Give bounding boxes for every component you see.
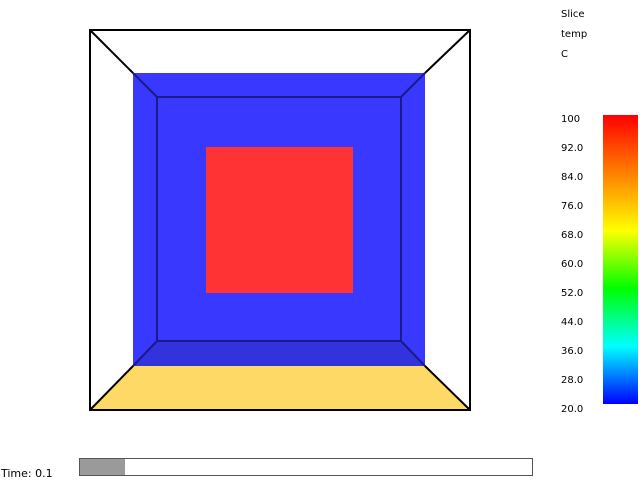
outer-frame: [89, 29, 471, 411]
colorbar-tick-label: 52.0: [561, 288, 584, 299]
outer-edge-bl: [89, 365, 134, 411]
legend-title-line-1: Slice: [561, 9, 585, 20]
colorbar-tick-label: 20.0: [561, 404, 584, 415]
colorbar-tick-label: 76.0: [561, 201, 584, 212]
slice-bottom-shade: [133, 341, 425, 366]
inner-edge-br: [400, 340, 426, 367]
time-slider-handle[interactable]: [80, 459, 126, 475]
inner-edge-bl: [132, 340, 158, 367]
colorbar-tick-label: 84.0: [561, 172, 584, 183]
box-top-wall: [90, 30, 470, 73]
outer-edge-br: [424, 365, 471, 411]
colorbar: [603, 115, 638, 404]
box-right-wall: [425, 30, 470, 410]
colorbar-tick-label: 44.0: [561, 317, 584, 328]
time-label: Time: 0.1: [1, 467, 53, 480]
legend-title-line-3: C: [561, 49, 568, 60]
colorbar-tick-label: 100: [561, 114, 581, 125]
colorbar-tick-label: 36.0: [561, 346, 584, 357]
inner-frame: [156, 96, 402, 342]
time-slider[interactable]: [79, 458, 533, 476]
legend-title-line-2: temp: [561, 29, 588, 40]
inner-edge-tl: [132, 72, 158, 98]
outer-edge-tr: [424, 29, 471, 74]
outer-edge-tl: [89, 29, 134, 74]
box-left-wall: [90, 30, 133, 410]
box-floor: [90, 366, 470, 410]
colorbar-tick-label: 92.0: [561, 143, 584, 154]
slice-hot-region: [206, 147, 353, 293]
colorbar-tick-label: 60.0: [561, 259, 584, 270]
inner-edge-tr: [400, 72, 426, 98]
colorbar-tick-label: 68.0: [561, 230, 584, 241]
colorbar-tick-label: 28.0: [561, 375, 584, 386]
